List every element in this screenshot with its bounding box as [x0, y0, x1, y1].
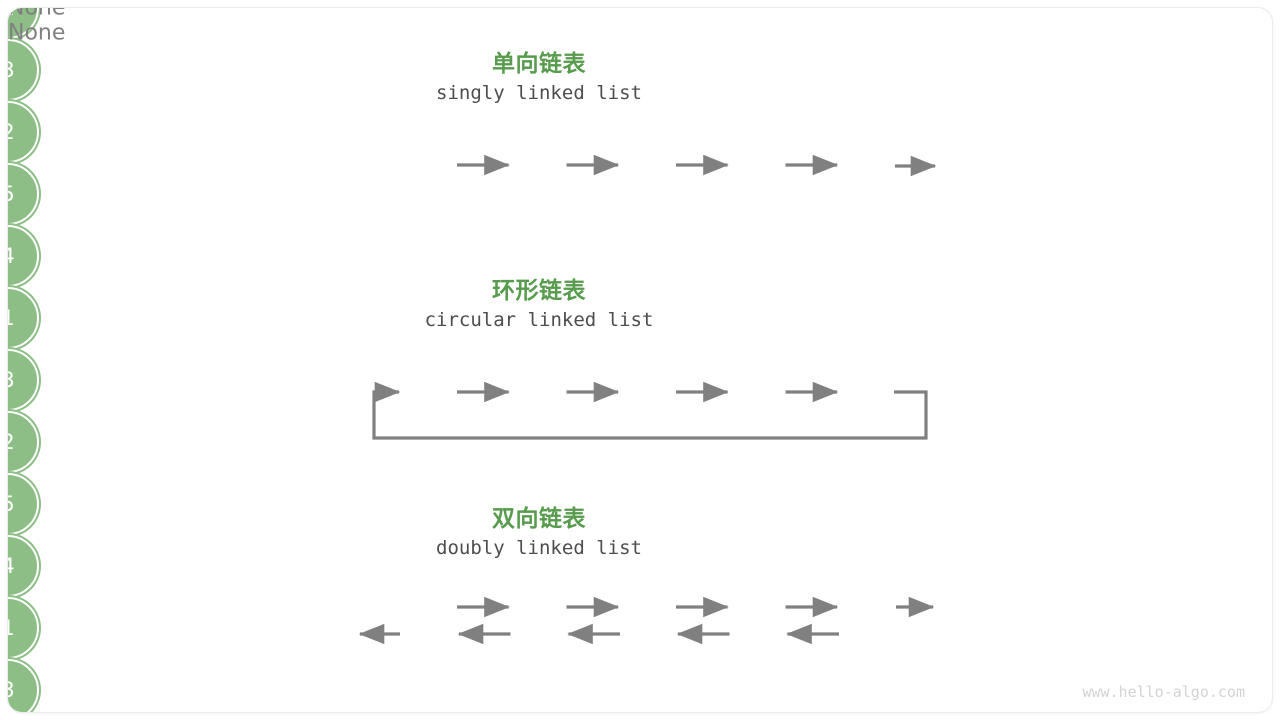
circular-title-cn: 环形链表 [492, 278, 586, 304]
none-labels-layer: NoneNoneNone [8, 8, 65, 83]
singly-title-en: singly linked list [436, 82, 642, 104]
node-singly-3: 5 [8, 163, 39, 225]
node-circular-0: 1 [8, 287, 39, 349]
node-doubly-1: 3 [8, 659, 39, 712]
link-arrows-layer [358, 154, 937, 645]
nodes-layer: 132541325413254 [8, 8, 70, 712]
node-circular-3: 5 [8, 473, 39, 535]
node-circular-1: 3 [8, 349, 39, 411]
node-circular-4: 4 [8, 535, 39, 597]
node-singly-4: 4 [8, 225, 39, 287]
watermark: www.hello-algo.com [1082, 683, 1245, 701]
none-label-tail-singly: None [8, 8, 66, 21]
circular-title-en: circular linked list [424, 309, 654, 331]
singly-title-cn: 单向链表 [492, 51, 586, 77]
doubly-title-cn: 双向链表 [492, 506, 586, 532]
node-singly-2: 2 [8, 101, 39, 163]
diagram-stage: 单向链表 singly linked list 环形链表 circular li… [8, 8, 1272, 712]
none-label-tail-doubly: None [8, 20, 66, 46]
diagram-card: 单向链表 singly linked list 环形链表 circular li… [8, 8, 1272, 712]
node-circular-2: 2 [8, 411, 39, 473]
doubly-title-en: doubly linked list [436, 537, 642, 559]
node-doubly-0: 1 [8, 597, 39, 659]
